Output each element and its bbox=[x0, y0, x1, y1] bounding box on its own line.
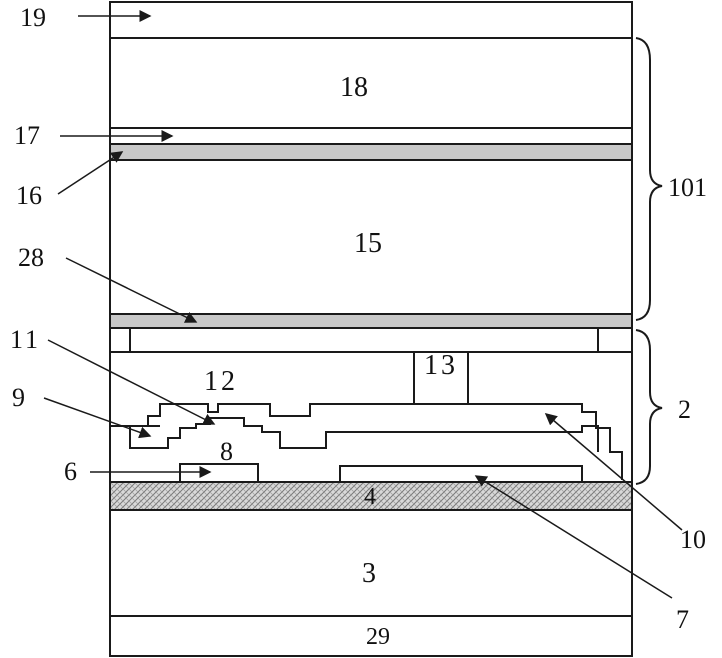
electrode-7 bbox=[340, 466, 582, 482]
label-16: 16 bbox=[16, 181, 42, 210]
label-9: 9 bbox=[12, 383, 25, 412]
label-7: 7 bbox=[676, 605, 689, 634]
leader-28 bbox=[66, 258, 196, 322]
brace-101 bbox=[636, 38, 662, 320]
layer-16 bbox=[110, 144, 632, 160]
label-101: 101 bbox=[668, 173, 707, 202]
label-13: 13 bbox=[424, 350, 458, 381]
label-28: 28 bbox=[18, 243, 44, 272]
label-10: 10 bbox=[680, 525, 706, 554]
label-6: 6 bbox=[64, 457, 77, 486]
label-3: 3 bbox=[362, 558, 376, 589]
leader-16 bbox=[58, 152, 122, 194]
label-4: 4 bbox=[364, 484, 376, 510]
layer-28 bbox=[110, 314, 632, 328]
label-2: 2 bbox=[678, 395, 691, 424]
label-29: 29 bbox=[366, 624, 390, 650]
gate-electrode-6 bbox=[180, 464, 258, 482]
label-8: 8 bbox=[220, 437, 233, 466]
label-18: 18 bbox=[340, 72, 368, 103]
label-17: 17 bbox=[14, 121, 40, 150]
layer-17 bbox=[110, 128, 632, 144]
label-11: 11 bbox=[10, 325, 41, 354]
label-15: 15 bbox=[354, 228, 382, 259]
middle-step-profile bbox=[130, 418, 598, 452]
leader-9 bbox=[44, 398, 150, 436]
label-12: 12 bbox=[204, 366, 238, 397]
brace-2 bbox=[636, 330, 662, 484]
label-19: 19 bbox=[20, 3, 46, 32]
